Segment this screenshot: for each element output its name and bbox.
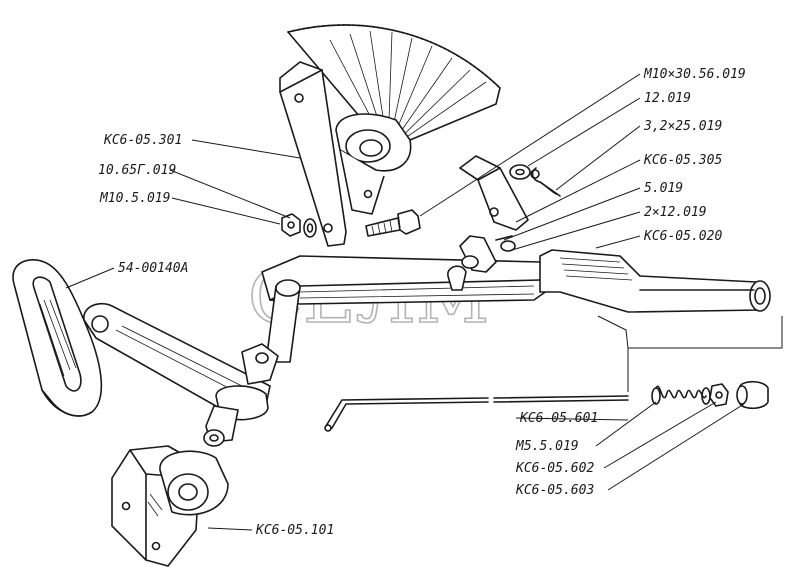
label-nut-10-65g: 10.65Г.019: [98, 163, 176, 178]
label-pedal-54: 54-00140А: [118, 261, 188, 276]
sector-assembly: [279, 24, 501, 247]
label-sector-301: КС6-05.301: [103, 133, 182, 148]
bolt-m10x30: [365, 209, 421, 237]
label-pin-3-2x25: 3,2×25.019: [643, 119, 722, 134]
shaft-020: [539, 249, 771, 313]
label-cap-603: КС6-05.603: [515, 483, 594, 498]
washer-12: [509, 164, 531, 180]
label-pin-2x12: 2×12.019: [644, 205, 707, 220]
rod-601: [324, 395, 629, 432]
label-bracket-305: КС6-05.305: [643, 153, 722, 168]
rod-group-frame: [597, 315, 783, 392]
vertical-shaft: [241, 279, 301, 385]
main-lever: [261, 235, 549, 305]
label-part-5-019: 5.019: [644, 181, 683, 196]
label-shaft-020: КС6-05.020: [643, 229, 722, 244]
label-washer-12: 12.019: [644, 91, 691, 106]
spring-602: [651, 385, 711, 405]
washer-10: [303, 218, 317, 238]
cotter-pin-3-2x25: [530, 167, 561, 197]
part-labels: M10×30.56.019 12.019 3,2×25.019 КС6-05.3…: [98, 67, 746, 538]
label-nut-m10-5: М10.5.019: [99, 191, 170, 206]
cap-603: [736, 380, 769, 410]
label-bracket-101: КС6-05.101: [255, 523, 334, 538]
pedal-arm: [83, 302, 271, 421]
label-bolt-m10x30: M10×30.56.019: [643, 67, 746, 82]
pedal-pad: [12, 259, 103, 417]
label-rod-601: КС6-05.601: [519, 411, 598, 426]
nut-m5: [709, 383, 729, 407]
nut-m10: [281, 213, 301, 237]
bracket-101: [111, 445, 229, 567]
label-nut-m5: М5.5.019: [515, 439, 579, 454]
pivot-pin: [203, 405, 239, 447]
leader-lines: [65, 73, 745, 531]
label-spring-602: КС6-05.602: [515, 461, 594, 476]
bracket-305: [459, 155, 529, 231]
